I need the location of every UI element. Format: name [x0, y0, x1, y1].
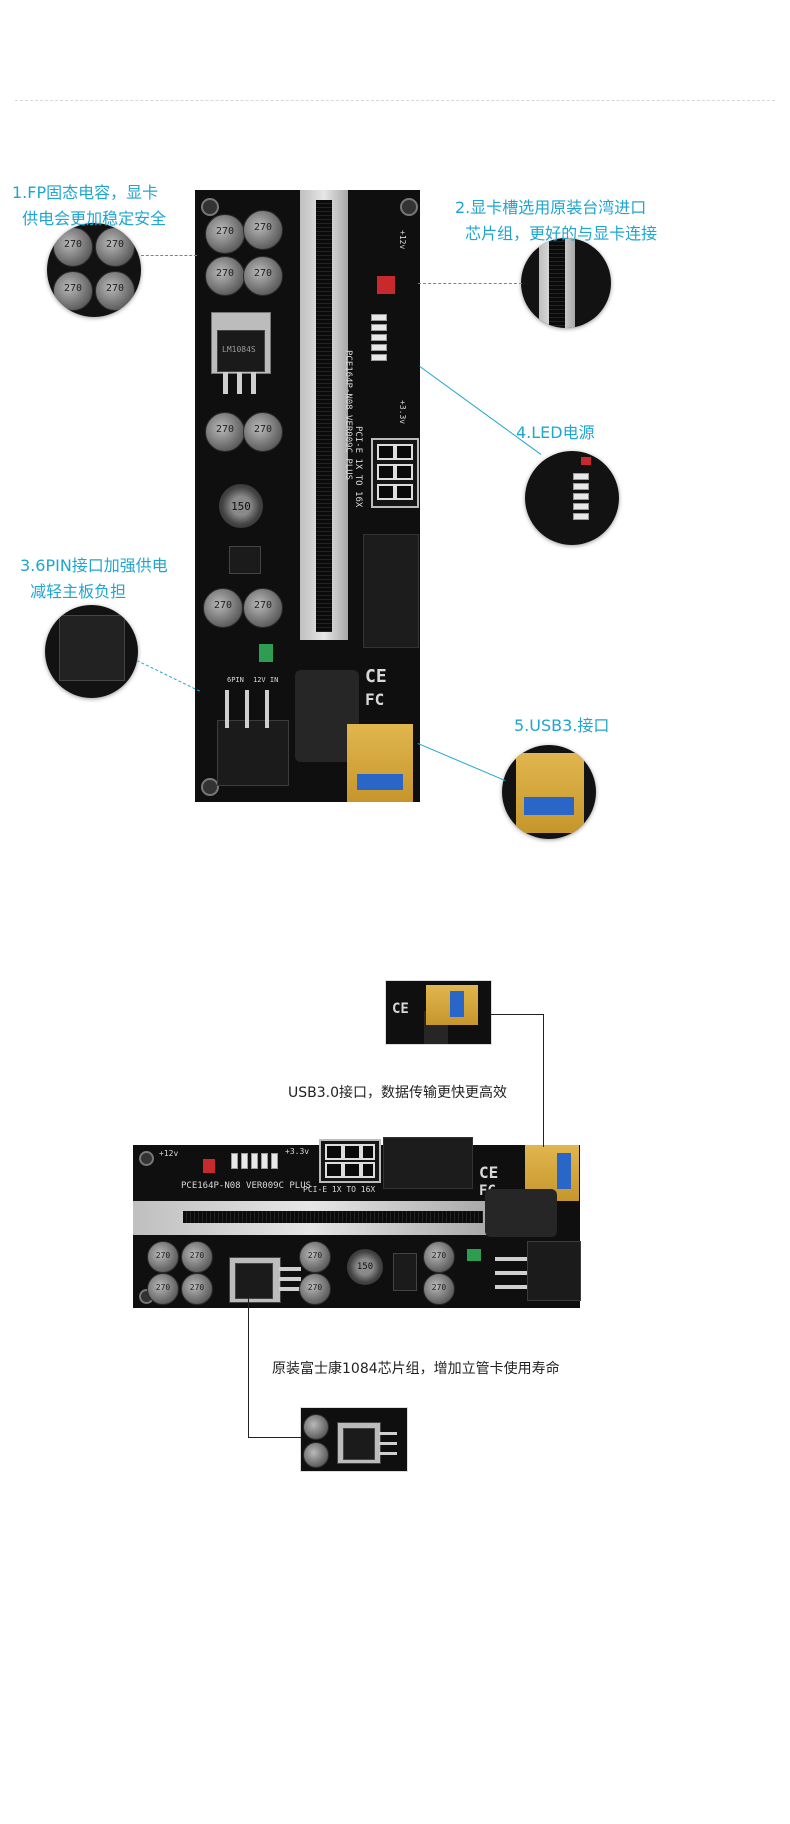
callout-led-text: 4.LED电源	[516, 423, 595, 442]
6pin-power-connector	[371, 438, 419, 508]
sata-6pin-connector	[527, 1241, 581, 1301]
callout-slot-text: 2.显卡槽选用原装台湾进口 芯片组，更好的与显卡连接	[455, 198, 658, 243]
callout-zoom-slot	[521, 238, 611, 328]
solid-capacitor: 270	[205, 256, 245, 296]
6pin-power-connector	[319, 1139, 381, 1183]
led-indicator	[371, 314, 387, 321]
caption-chipset: 原装富士康1084芯片组，增加立管卡使用寿命	[272, 1361, 560, 1377]
power-led-green	[467, 1249, 481, 1261]
solid-capacitor: 270	[243, 210, 283, 250]
power-led-green	[259, 644, 273, 662]
riser-board-vertical: 270 270 270 270 LM1084S 270 270 150 270 …	[195, 190, 420, 802]
solid-capacitor: 270	[243, 256, 283, 296]
riser-board-horizontal: +12v +3.3v PCE164P-N08 VER009C PLUS PCI-…	[133, 1137, 581, 1308]
sata-6pin-connector	[217, 720, 289, 786]
status-chip-red	[377, 276, 395, 294]
regulator-closeup	[300, 1407, 408, 1472]
callout-zoom-6pin	[45, 605, 138, 698]
callout-zoom-fp-cap: 270 270 270 270	[47, 223, 141, 317]
top-dashed-divider	[15, 0, 775, 101]
callout-zoom-led	[525, 451, 619, 545]
inductor: 150	[219, 484, 263, 528]
solid-capacitor: 270	[205, 214, 245, 254]
usb3-connector	[347, 724, 413, 802]
callout-6pin-text: 3.6PIN接口加强供电 减轻主板负担	[20, 556, 168, 601]
callout-usb-text: 5.USB3.接口	[514, 716, 610, 735]
caption-usb30: USB3.0接口，数据传输更快更高效	[288, 1085, 508, 1101]
callout-fp-cap-text: 1.FP固态电容，显卡 供电会更加稳定安全	[12, 183, 167, 228]
usb3-closeup: CE	[385, 980, 492, 1045]
inductor: 150	[347, 1249, 383, 1285]
callout-zoom-usb	[502, 745, 596, 839]
